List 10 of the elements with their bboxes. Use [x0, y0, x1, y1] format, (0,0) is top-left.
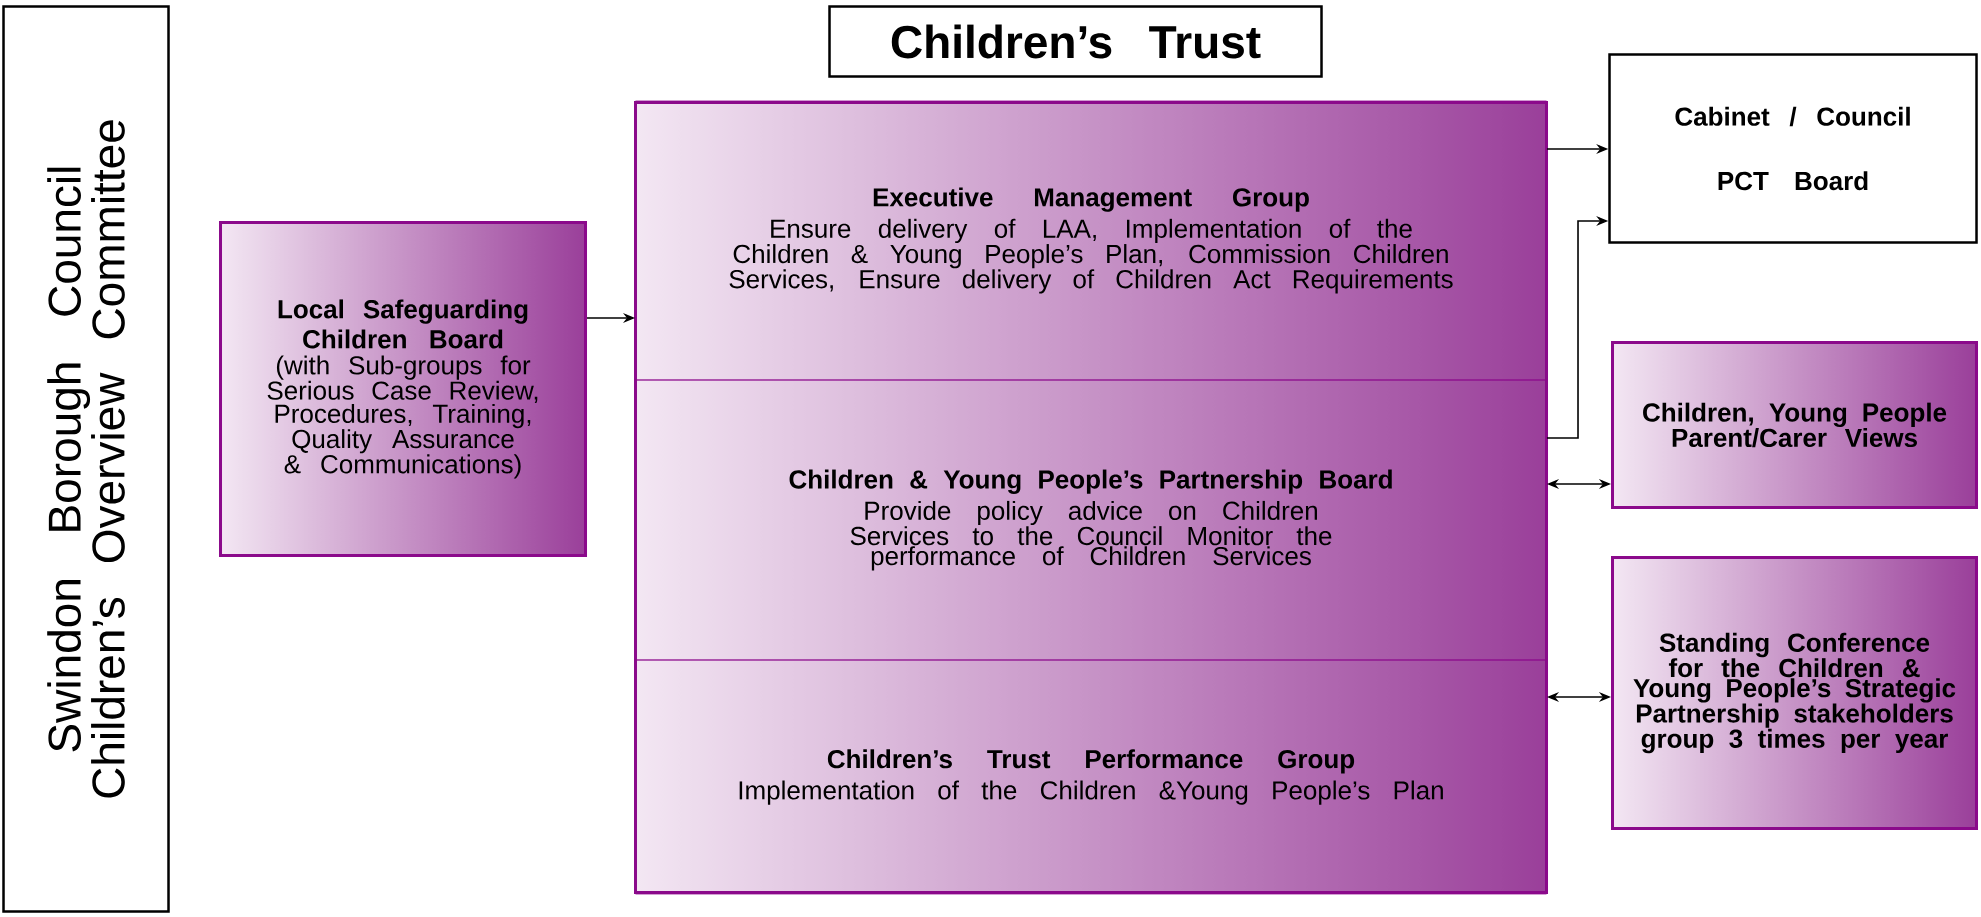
- group-box: Local Safeguarding Children Board (with Sub-groups for Serious Case Review, Procedures, Training, Quality Assurance & Communications): [219, 221, 587, 557]
- group-box: Children, Young People Parent/Carer Views: [1611, 341, 1978, 509]
- group-box: Cabinet / Council PCT Board: [1608, 53, 1978, 244]
- group-box: Standing Conference for the Children & Young People’s Strategic Partnership stakeholders group 3 times per year: [1611, 556, 1978, 830]
- panel-box: [634, 101, 1548, 894]
- section-box: Executive Management Group Ensure delivery of LAA, Implementation of the Children & Young People’s Plan, Commission Children Services, Ensure delivery of Children Act Requirements: [635, 100, 1547, 381]
- committee-box: Swindon Borough Council Children’s Overview Committee: [2, 5, 170, 913]
- section-box: Children’s Trust Performance Group Implementation of the Children &Young People’s Plan: [635, 659, 1547, 895]
- section-box: Children & Young People’s Partnership Board Provide policy advice on Children Services to the Council Monitor the performance of Children Services: [635, 379, 1547, 661]
- title-box: Children’s Trust: [828, 5, 1323, 78]
